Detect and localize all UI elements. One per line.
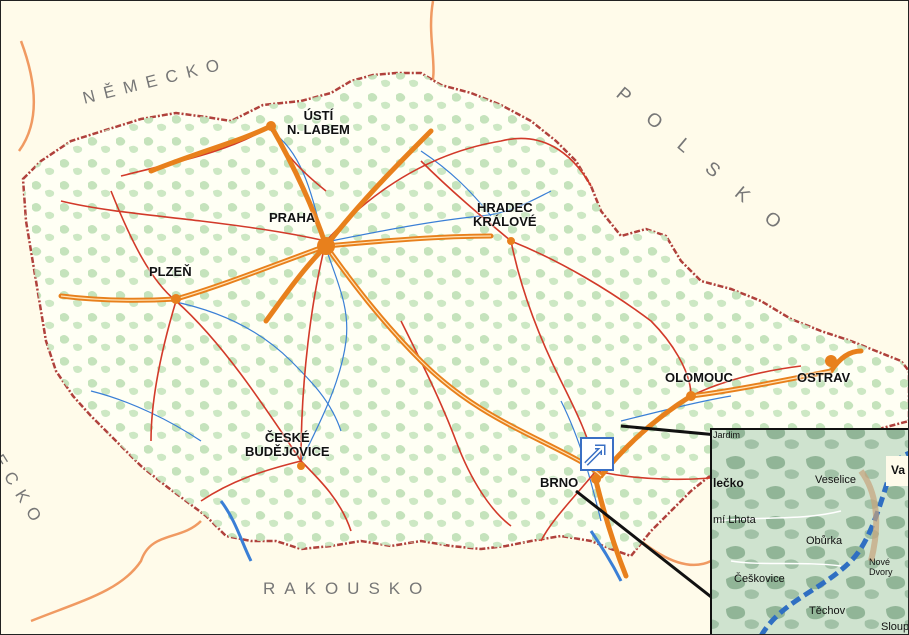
inset-label: Nové Dvory [869,557,893,577]
rivers [90,130,732,582]
inset-label: Těchov [809,605,846,617]
city-label-ceske-budejovice: ČESKÉ BUDĚJOVICE [245,430,330,459]
foreign-border-line [30,520,202,623]
inset-map [710,428,908,634]
foreign-border-line [640,540,712,567]
city-label-olomouc: OLOMOUC [665,370,733,385]
inset-label: Sloup [881,621,909,633]
inset-label: Veselice [815,474,856,486]
regional-roads [60,125,802,542]
inset-label: Va [891,463,906,477]
inset-label: Obůrka [806,535,843,547]
city-label-praha: PRAHA [269,210,316,225]
city-label-brno: BRNO [540,475,579,490]
city-label-plzen: PLZEŇ [149,264,192,279]
country-label-rakousko: RAKOUSKO [263,579,432,598]
inset-label: Češkovice [734,573,785,585]
foreign-border-line [17,40,36,152]
inset-label: lečko [713,476,744,490]
city-areas [171,121,837,484]
inset-label: mí Lhota [713,514,756,526]
forest-areas [23,73,908,556]
city-label-hradec: HRADEC KRÁLOVÉ [473,200,537,229]
inset-label: Jardim [713,430,741,440]
city-label-usti: ÚSTÍ N. LABEM [287,108,350,137]
city-label-ostrava: OSTRAV [797,370,851,385]
double-arrow-icon [580,437,614,471]
